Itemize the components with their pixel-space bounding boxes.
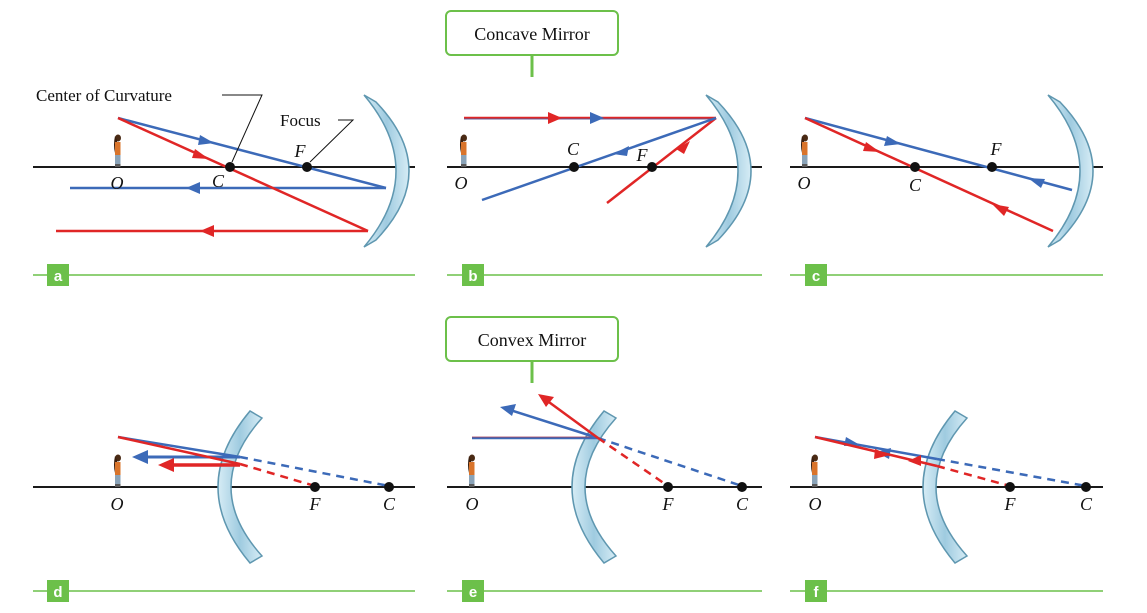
label-c: C bbox=[1080, 494, 1093, 514]
panel-e: O F C e bbox=[447, 394, 762, 602]
focus-point bbox=[987, 162, 997, 172]
center-point bbox=[384, 482, 394, 492]
concave-mirror bbox=[363, 94, 410, 248]
center-point bbox=[737, 482, 747, 492]
convex-callout: Convex Mirror bbox=[445, 316, 619, 383]
focus-point bbox=[1005, 482, 1015, 492]
object-figure bbox=[114, 134, 121, 167]
concave-mirror bbox=[1047, 94, 1094, 248]
red-ray-reflected bbox=[606, 117, 717, 204]
blue-ray-reflected bbox=[481, 116, 717, 202]
label-c: C bbox=[909, 175, 922, 195]
focus-point bbox=[647, 162, 657, 172]
panel-c: O C F c bbox=[790, 94, 1103, 286]
label-o: O bbox=[798, 173, 811, 193]
focus-point bbox=[302, 162, 312, 172]
red-ray bbox=[804, 116, 1054, 233]
convex-mirror bbox=[922, 410, 969, 564]
svg-text:d: d bbox=[53, 584, 62, 601]
focus-label: Focus bbox=[280, 111, 321, 130]
blue-ray bbox=[804, 116, 1073, 192]
blue-ray-extension bbox=[597, 436, 743, 488]
concave-mirror bbox=[705, 94, 752, 248]
panel-f: O F C f bbox=[790, 410, 1103, 602]
red-ray-extension bbox=[597, 436, 669, 488]
red-ray-incident bbox=[117, 116, 369, 233]
panel-tag-c bbox=[805, 264, 827, 286]
concave-callout-label: Concave Mirror bbox=[474, 24, 589, 44]
label-f: F bbox=[1004, 494, 1017, 514]
panel-tag-b bbox=[462, 264, 484, 286]
label-o: O bbox=[455, 173, 468, 193]
label-o: O bbox=[466, 494, 479, 514]
convex-callout-label: Convex Mirror bbox=[478, 330, 586, 350]
center-point bbox=[1081, 482, 1091, 492]
object-figure bbox=[114, 454, 121, 487]
object-figure bbox=[811, 454, 818, 487]
red-ray-extension bbox=[239, 462, 316, 488]
blue-ray-reflected bbox=[503, 406, 599, 440]
convex-mirror bbox=[217, 410, 264, 564]
label-f: F bbox=[294, 141, 307, 161]
svg-text:b: b bbox=[468, 268, 477, 285]
red-ray-reflected bbox=[541, 395, 599, 440]
label-o: O bbox=[111, 494, 124, 514]
svg-text:e: e bbox=[469, 584, 477, 601]
center-point bbox=[910, 162, 920, 172]
label-c: C bbox=[212, 171, 225, 191]
object-figure bbox=[801, 134, 808, 167]
panel-b: O C F b bbox=[447, 94, 762, 286]
blue-ray-extension bbox=[239, 455, 390, 488]
label-o: O bbox=[809, 494, 822, 514]
label-f: F bbox=[309, 494, 322, 514]
label-f: F bbox=[990, 139, 1003, 159]
blue-ray-incident bbox=[117, 116, 387, 190]
panel-tag-f bbox=[805, 580, 827, 602]
convex-mirror bbox=[571, 410, 618, 564]
label-f: F bbox=[636, 145, 649, 165]
label-c: C bbox=[736, 494, 749, 514]
label-o: O bbox=[111, 173, 124, 193]
focus-point bbox=[663, 482, 673, 492]
panel-tag-e bbox=[462, 580, 484, 602]
center-point bbox=[569, 162, 579, 172]
center-of-curvature-label: Center of Curvature bbox=[36, 86, 172, 105]
panel-tag-a bbox=[47, 264, 69, 286]
svg-text:c: c bbox=[812, 268, 820, 285]
focus-point bbox=[310, 482, 320, 492]
panel-a: Center of Curvature Focus O C F a bbox=[33, 86, 415, 286]
concave-callout: Concave Mirror bbox=[445, 10, 619, 77]
object-figure bbox=[468, 454, 475, 487]
red-ray-incident bbox=[117, 435, 241, 466]
panel-d: O F C d bbox=[33, 410, 415, 602]
label-f: F bbox=[662, 494, 675, 514]
object-figure bbox=[460, 134, 467, 167]
label-c: C bbox=[567, 139, 580, 159]
center-point bbox=[225, 162, 235, 172]
panel-tag-d bbox=[47, 580, 69, 602]
svg-text:a: a bbox=[54, 268, 63, 285]
red-ray-extension bbox=[936, 464, 1011, 488]
label-c: C bbox=[383, 494, 396, 514]
svg-text:f: f bbox=[814, 584, 820, 601]
blue-ray-extension bbox=[936, 457, 1087, 488]
